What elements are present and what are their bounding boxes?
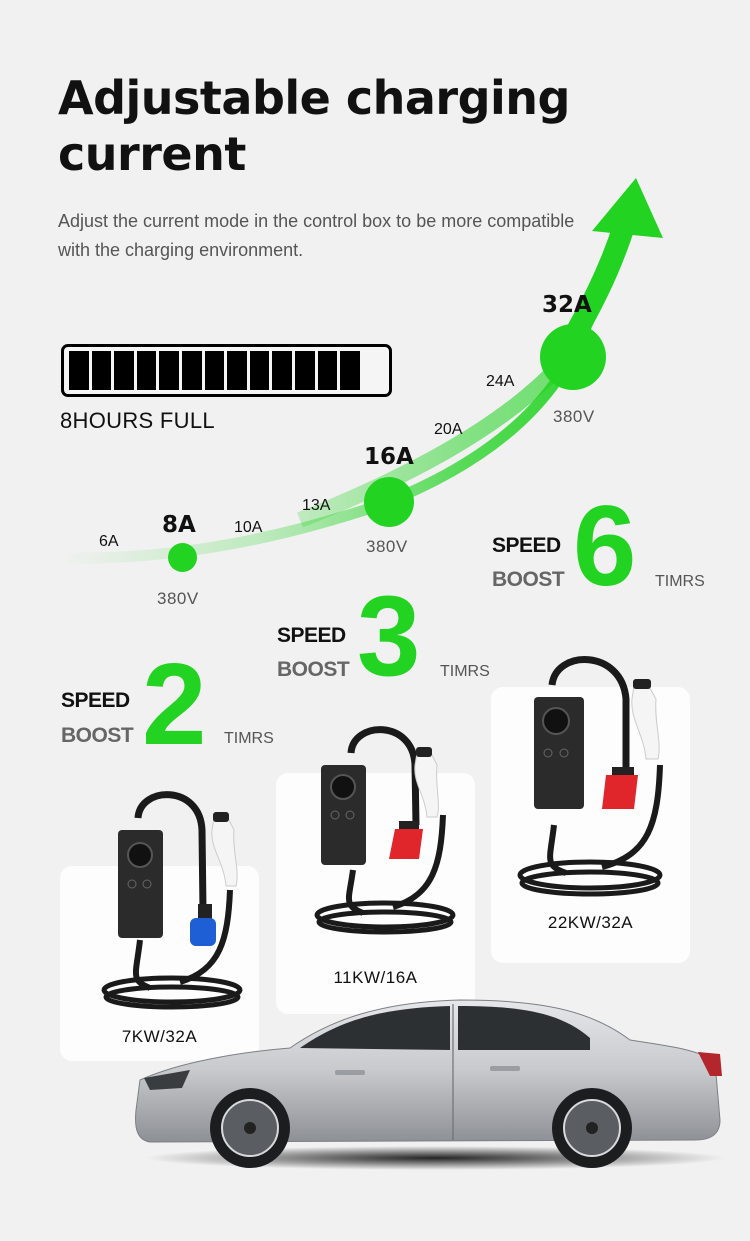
battery-indicator [61,344,392,397]
speed-boost-2x: SPEED BOOST 2 TIMRS [60,646,300,762]
page-title: Adjustable charging current [58,71,570,181]
level-current: 32A [542,292,592,318]
boost-unit: TIMRS [440,663,490,680]
portable-charger-icon [517,656,663,897]
sedan-car-icon [135,999,725,1170]
boost-multiplier: 3 [357,573,420,700]
level-current: 8A [162,512,196,538]
level-marker [168,543,197,572]
portable-charger-icon [314,726,456,935]
product-label: 7KW/32A [121,1027,198,1046]
speed-boost-6x: SPEED BOOST 6 TIMRS [492,490,732,604]
boost-multiplier: 6 [573,483,636,610]
tick-label: 13A [302,497,331,514]
product-label: 22KW/32A [547,913,634,932]
wheel-icon [552,1088,632,1168]
tick-label: 6A [99,533,119,550]
boost-unit: TIMRS [655,573,705,590]
boost-label: BOOST [492,568,565,591]
speed-boost-3x: SPEED BOOST 3 TIMRS [277,580,517,694]
battery-label: 8HOURS FULL [60,408,215,433]
tick-label: 10A [234,519,263,536]
page-subtitle: Adjust the current mode in the control b… [58,211,575,260]
level-current: 16A [364,444,414,470]
speed-label: SPEED [492,534,561,557]
boost-unit: TIMRS [224,730,274,747]
level-voltage: 380V [553,407,595,426]
level-marker [364,477,414,527]
boost-label: BOOST [277,658,350,681]
product-card-11kw[interactable]: 11KW/16A [276,773,475,1014]
wheel-icon [210,1088,290,1168]
boost-label: BOOST [61,724,134,747]
speed-label: SPEED [61,689,130,712]
tick-label: 24A [486,373,515,390]
portable-charger-icon [101,791,243,1010]
tick-label: 20A [434,421,463,438]
level-marker [540,324,606,390]
speed-label: SPEED [277,624,346,647]
level-voltage: 380V [157,589,199,608]
level-voltage: 380V [366,537,408,556]
boost-multiplier: 2 [142,639,206,769]
product-label: 11KW/16A [333,968,418,987]
